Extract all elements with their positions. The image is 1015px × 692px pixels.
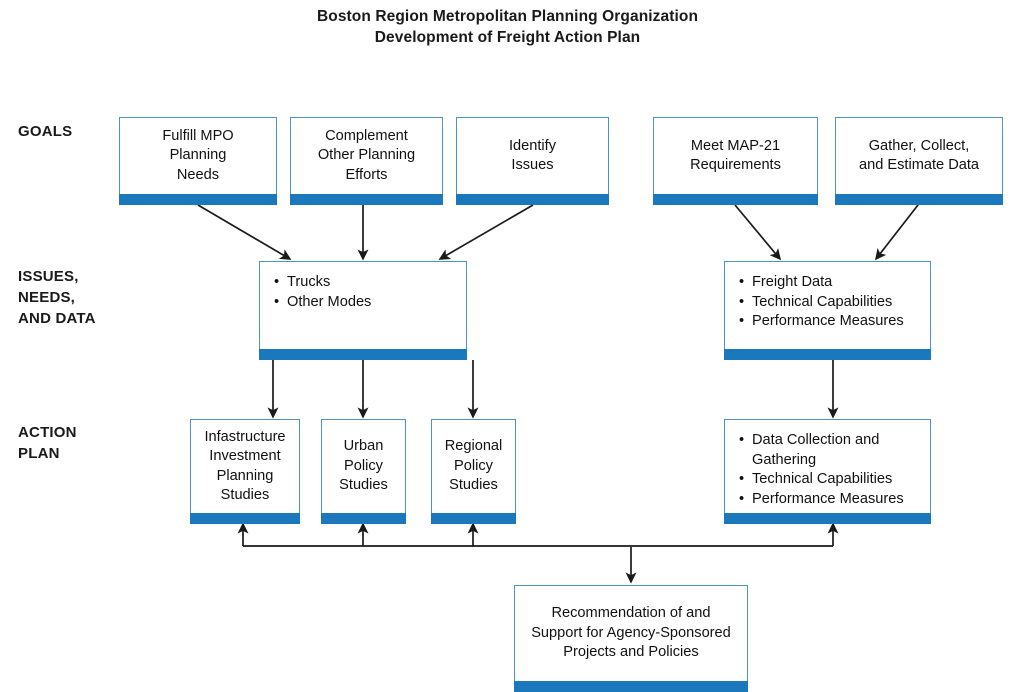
- goal-label: Fulfill MPO Planning Needs: [162, 127, 234, 183]
- goal-box-body: Meet MAP-21 Requirements: [654, 118, 817, 194]
- list-item-label: Performance Measures: [752, 490, 904, 507]
- box-accent-bar: [430, 513, 517, 525]
- goal-box-body: Complement Other Planning Efforts: [291, 118, 442, 194]
- box-accent-bar: [513, 681, 749, 692]
- goal-box-complement-other-planning-efforts[interactable]: Complement Other Planning Efforts: [289, 117, 444, 206]
- goal-box-meet-map-21-requirements[interactable]: Meet MAP-21 Requirements: [652, 117, 819, 206]
- arrow-map21-to-freightdata: [734, 204, 782, 261]
- list-item-label: Data Collection and Gathering: [752, 432, 880, 468]
- box-accent-bar: [455, 194, 610, 206]
- box-accent-bar: [189, 513, 301, 525]
- action-box-infastructure-investment-planning-studies[interactable]: Infastructure Investment Planning Studie…: [189, 419, 301, 525]
- row-label-goals: GOALS: [18, 123, 73, 140]
- list-item: • Technical Capabilities: [739, 293, 892, 313]
- list-item-label: Trucks: [287, 274, 331, 290]
- list-item: • Data Collection and Gathering: [739, 431, 879, 470]
- bullet-icon: •: [739, 490, 745, 507]
- list-item-label: Technical Capabilities: [752, 293, 893, 310]
- box-accent-bar: [289, 194, 444, 206]
- box-accent-bar: [118, 194, 278, 206]
- bullet-icon: •: [739, 274, 745, 290]
- diagram-title-line-1: Boston Region Metropolitan Planning Orga…: [316, 8, 699, 25]
- list-item-label: Performance Measures: [752, 313, 904, 329]
- box-accent-bar: [258, 349, 468, 361]
- goal-box-identify-issues[interactable]: Identify Issues: [455, 117, 610, 206]
- list-item: • Performance Measures: [739, 312, 904, 332]
- goal-box-fulfill-mpo-planning-needs[interactable]: Fulfill MPO Planning Needs: [118, 117, 278, 206]
- bullet-icon: •: [739, 293, 745, 310]
- list-item-label: Technical Capabilities: [752, 471, 893, 487]
- goal-box-gather-collect-and-estimate-data[interactable]: Gather, Collect, and Estimate Data: [834, 117, 1004, 206]
- action-box-regional-policy-studies[interactable]: Regional Policy Studies: [430, 419, 517, 525]
- action-box-body: • Data Collection and Gathering • Techni…: [725, 420, 930, 513]
- goal-label: Identify Issues: [508, 137, 557, 174]
- list-item-label: Other Modes: [287, 293, 372, 310]
- box-accent-bar: [652, 194, 819, 206]
- box-accent-bar: [723, 349, 932, 361]
- box-accent-bar: [834, 194, 1004, 206]
- box-accent-bar: [723, 513, 932, 525]
- goal-box-body: Identify Issues: [457, 118, 608, 194]
- list-item-label: Freight Data: [752, 274, 833, 290]
- arrow-fulfill-to-trucks: [197, 204, 292, 260]
- action-label: Urban Policy Studies: [339, 438, 388, 494]
- action-label: Infastructure Investment Planning Studie…: [204, 428, 286, 504]
- arrow-identify-to-trucks: [438, 204, 534, 260]
- list-item: • Technical Capabilities: [739, 470, 892, 490]
- action-label: Regional Policy Studies: [444, 438, 503, 494]
- goal-label: Complement Other Planning Efforts: [317, 127, 416, 183]
- issues-box-freight-data-capabilities-measures[interactable]: • Freight Data • Technical Capabilities …: [723, 261, 932, 361]
- action-box-body: Regional Policy Studies: [432, 420, 515, 513]
- action-box-urban-policy-studies[interactable]: Urban Policy Studies: [320, 419, 407, 525]
- outcome-label: Recommendation of and Support for Agency…: [531, 605, 731, 661]
- list-item: • Other Modes: [274, 293, 371, 313]
- issues-box-trucks-other-modes[interactable]: • Trucks • Other Modes: [258, 261, 468, 361]
- goal-label: Gather, Collect, and Estimate Data: [858, 137, 980, 174]
- issues-box-body: • Freight Data • Technical Capabilities …: [725, 262, 930, 349]
- bullet-icon: •: [274, 293, 280, 310]
- box-accent-bar: [320, 513, 407, 525]
- arrow-gather-to-freightdata: [874, 204, 919, 261]
- row-label-issues-needs-data: ISSUES, NEEDS, AND DATA: [18, 268, 96, 327]
- issues-box-body: • Trucks • Other Modes: [260, 262, 466, 349]
- bullet-icon: •: [739, 471, 745, 487]
- outcome-box-body: Recommendation of and Support for Agency…: [515, 586, 747, 681]
- bullet-icon: •: [739, 432, 745, 448]
- action-box-body: Urban Policy Studies: [322, 420, 405, 513]
- diagram-title-line-2: Development of Freight Action Plan: [374, 29, 641, 46]
- row-label-action-plan: ACTION PLAN: [18, 424, 77, 462]
- bullet-icon: •: [274, 274, 280, 290]
- diagram-title: Boston Region Metropolitan Planning Orga…: [0, 6, 1015, 48]
- list-item: • Performance Measures: [739, 490, 904, 510]
- goal-box-body: Gather, Collect, and Estimate Data: [836, 118, 1002, 194]
- action-box-body: Infastructure Investment Planning Studie…: [191, 420, 299, 513]
- outcome-box-recommendation-support[interactable]: Recommendation of and Support for Agency…: [513, 585, 749, 692]
- goal-label: Meet MAP-21 Requirements: [690, 137, 781, 174]
- goal-box-body: Fulfill MPO Planning Needs: [120, 118, 276, 194]
- bullet-icon: •: [739, 313, 745, 329]
- list-item: • Freight Data: [739, 273, 832, 293]
- list-item: • Trucks: [274, 273, 330, 293]
- action-box-data-collection-technical-performance[interactable]: • Data Collection and Gathering • Techni…: [723, 419, 932, 525]
